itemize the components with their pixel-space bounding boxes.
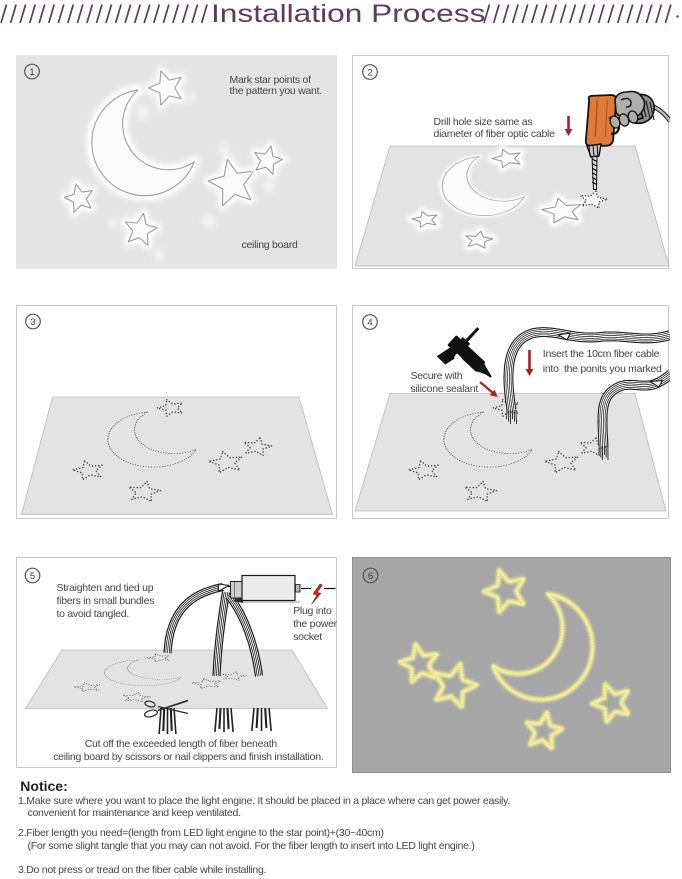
svg-text:4: 4: [367, 317, 372, 328]
svg-text:3: 3: [30, 317, 35, 328]
svg-text:1: 1: [29, 67, 34, 78]
svg-text:5: 5: [29, 570, 34, 581]
svg-text:2: 2: [367, 67, 372, 78]
svg-text:6: 6: [367, 570, 372, 581]
